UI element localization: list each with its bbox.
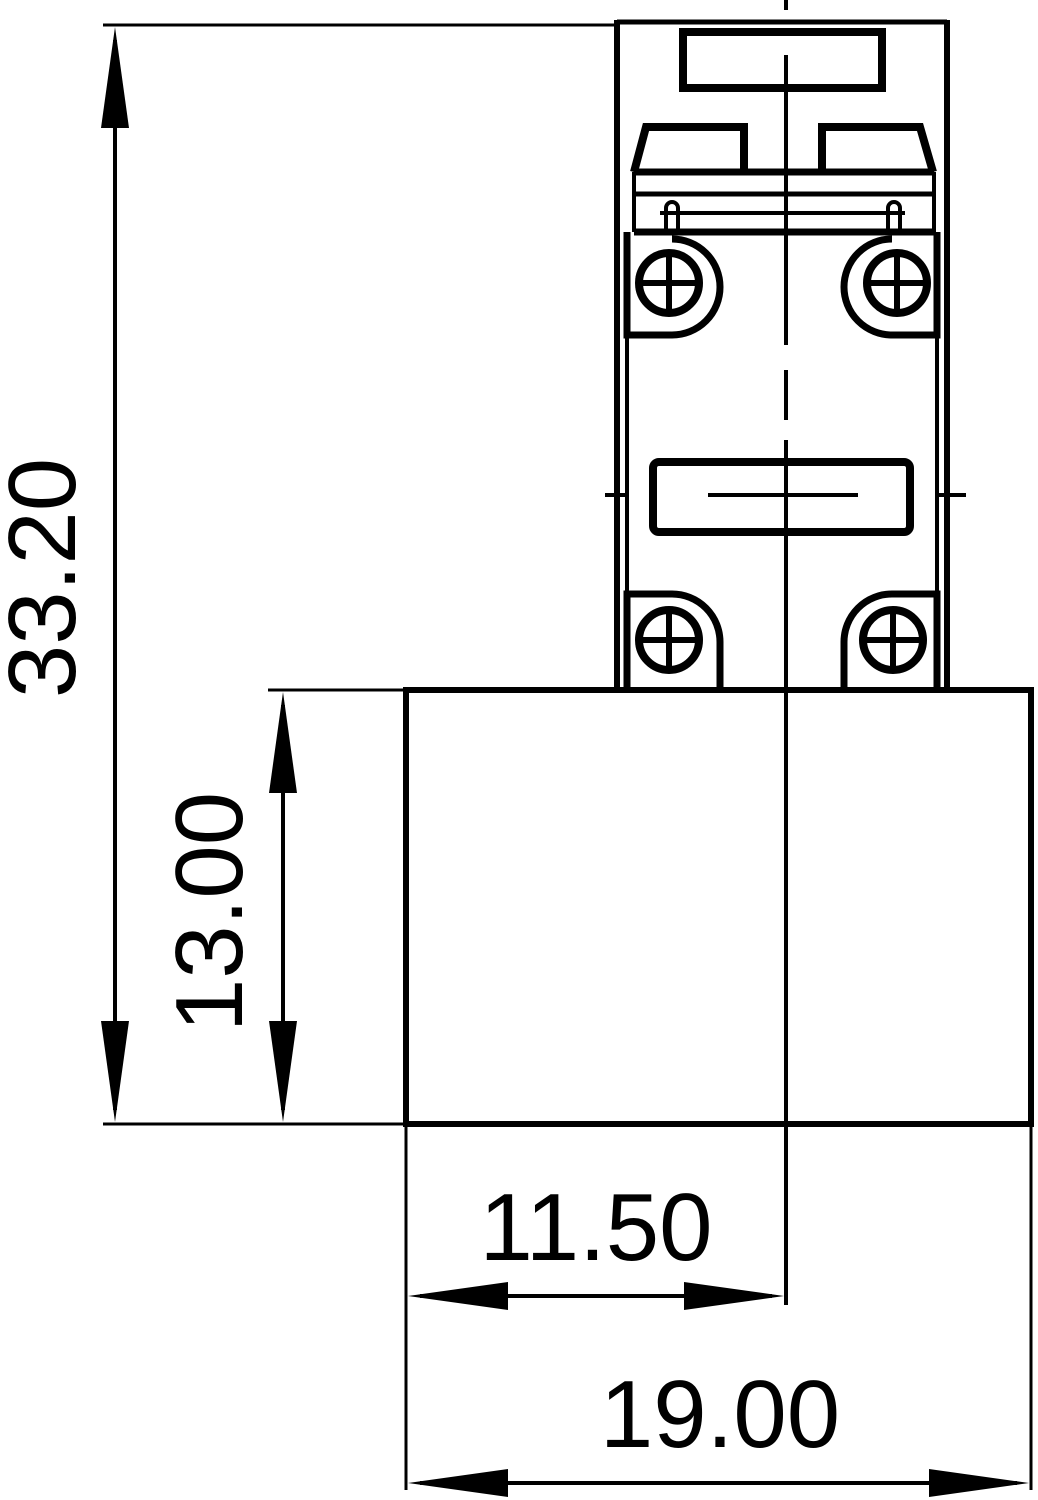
- label-base-height: 13.00: [156, 792, 263, 1032]
- lower-right-screw-housing: [840, 590, 941, 690]
- dimension-base-height: [268, 688, 406, 1122]
- screw-lower-left: [635, 606, 703, 674]
- upper-right-screw-housing: [840, 232, 941, 339]
- screw-upper-left: [635, 249, 703, 317]
- screw-upper-right: [863, 249, 931, 317]
- arrow-down-total-height: [101, 1021, 129, 1122]
- base-block-outline: [403, 687, 1034, 1127]
- label-half-width: 11.50: [479, 1174, 712, 1281]
- right-pin: [886, 200, 902, 232]
- label-total-height: 33.20: [0, 458, 96, 698]
- arrow-left-total-width: [408, 1469, 508, 1497]
- centerlines: [605, 0, 966, 1305]
- lower-left-screw-housing: [623, 590, 724, 690]
- arrow-up-base-height: [269, 692, 297, 793]
- base-block: [403, 687, 1034, 1127]
- left-clamp-tab: [630, 123, 748, 174]
- right-clamp-tab: [818, 123, 937, 174]
- arrow-right-total-width: [929, 1469, 1029, 1497]
- left-pin: [664, 200, 680, 232]
- screw-lower-right: [859, 606, 927, 674]
- dimension-total-width: [408, 1124, 1033, 1497]
- dimension-total-height: [101, 23, 617, 1126]
- middle-slot: [649, 458, 914, 536]
- arrow-left-half-width: [408, 1282, 508, 1310]
- label-total-width: 19.00: [600, 1361, 840, 1468]
- arrow-down-base-height: [269, 1021, 297, 1122]
- arrow-right-half-width: [684, 1282, 784, 1310]
- arrow-up-total-height: [101, 27, 129, 128]
- top-slot: [679, 28, 886, 92]
- dimension-half-width: [404, 1124, 784, 1490]
- screws: [635, 249, 931, 674]
- terminal-body: [614, 19, 950, 690]
- upper-left-screw-housing: [623, 232, 724, 339]
